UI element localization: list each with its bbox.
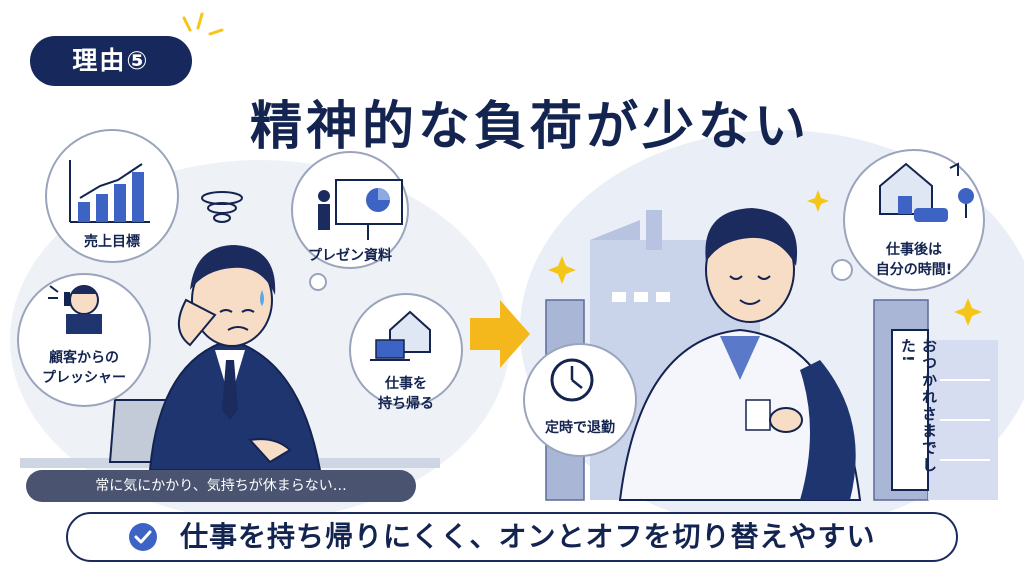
bar-chart-icon [69,160,150,223]
reason-badge: 理由⑤ [30,36,192,86]
sales-target-label: 売上目標 [84,234,140,250]
page-title: 精神的な負荷が少ない [249,97,810,157]
presentation-icon [318,179,403,240]
arrow-right-icon [470,300,530,368]
summary-message: 仕事を持ち帰りにくく、オンとオフを切り替えやすい [180,520,876,553]
customer-pressure-bubble [17,273,151,407]
sparkle-icon [807,190,829,212]
customer-pressure-label-1: 顧客からの [49,350,119,366]
after-work-bubble [843,149,985,291]
after-work-label-1: 仕事後は [886,242,942,258]
summary-bar [66,512,958,562]
phone-call-icon [48,285,102,334]
on-time-leave-bubble [523,343,637,457]
after-work-label-2: 自分の時間! [875,262,953,278]
greeting-sign-text: おつかれさまでした! [899,338,938,474]
home-sofa-icon [879,162,974,222]
sign-board [891,329,929,491]
take-work-home-label-2: 持ち帰る [378,396,434,412]
presentation-label: プレゼン資料 [308,248,392,264]
check-circle-icon [129,523,157,551]
clock-icon [550,358,594,402]
music-note-icon [949,162,959,176]
take-work-home-label-1: 仕事を [385,376,427,392]
stress-swirl-icon [201,191,243,223]
stressed-worker [148,245,322,471]
on-time-leave-label: 定時で退勤 [545,420,615,436]
sweat-drop-icon [260,290,264,306]
sparkle-icon [954,298,982,326]
sales-target-bubble [45,129,179,263]
customer-pressure-label-2: プレッシャー [42,370,126,386]
sparkle-icon [548,256,576,284]
house-laptop-icon [370,310,431,361]
stress-caption: 常に気にかかり、気持ちが休まらない… [26,470,416,502]
relaxed-worker [618,208,862,501]
sparkle-icon [182,12,224,36]
